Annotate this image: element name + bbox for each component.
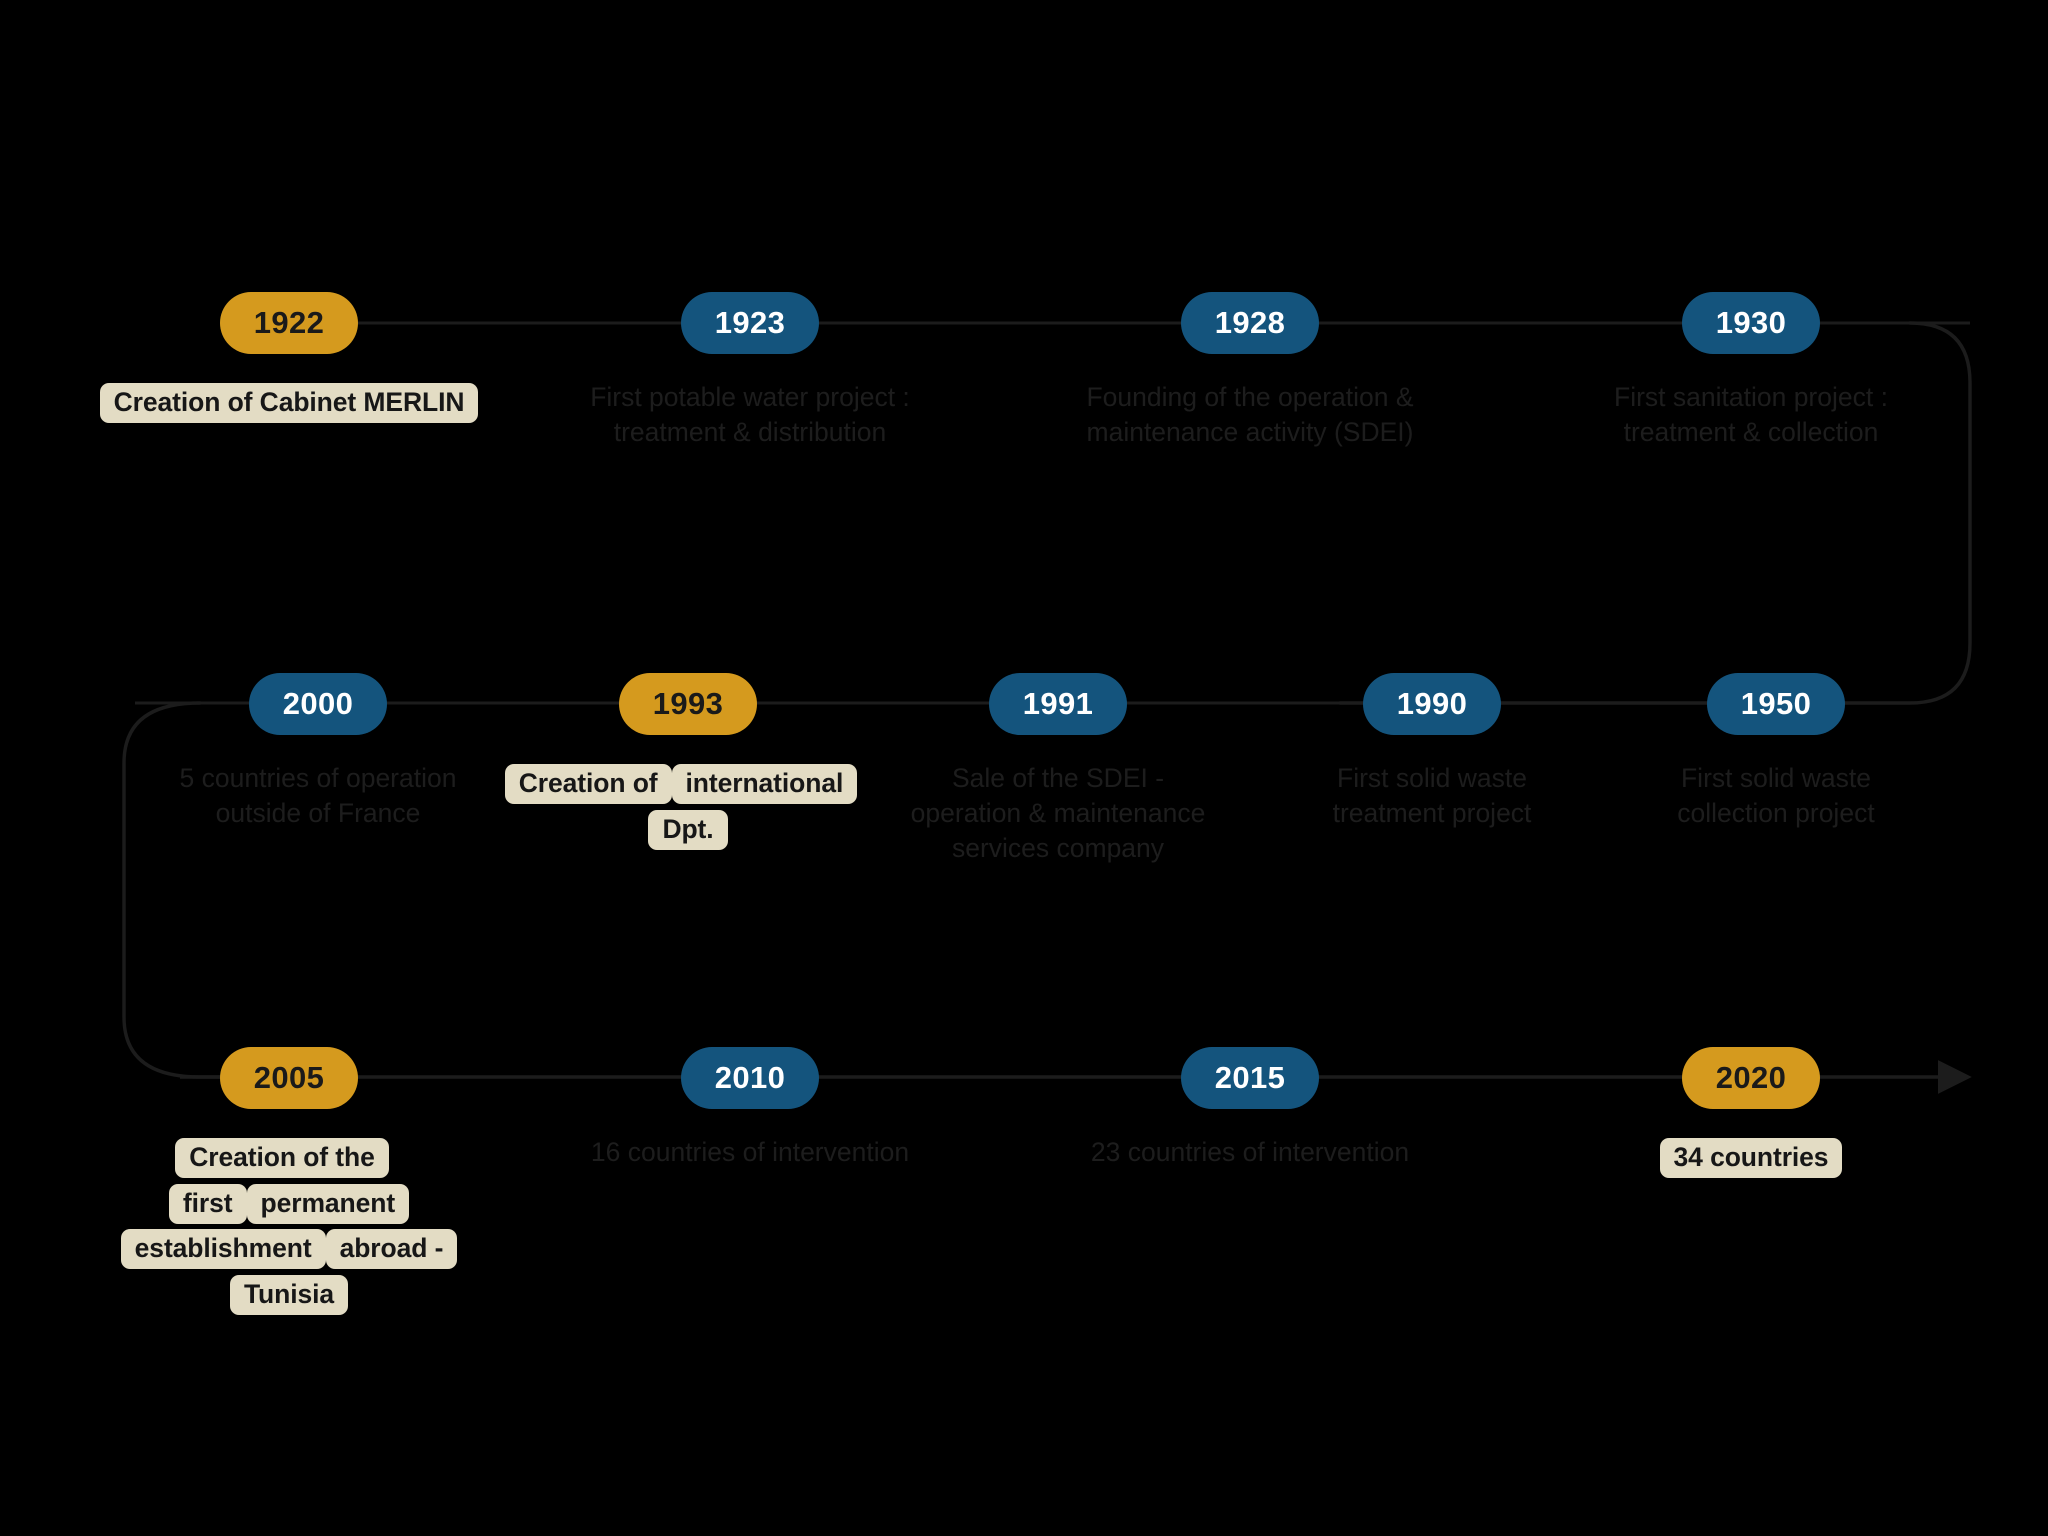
timeline-node-1991[interactable]: 1991 Sale of the SDEI - operation & maint… <box>848 673 1268 867</box>
timeline-node-1950[interactable]: 1950 First solid waste collection project <box>1566 673 1986 831</box>
caption-line: 23 countries of intervention <box>1090 1137 1410 1167</box>
caption-2010: 16 countries of intervention <box>591 1135 909 1170</box>
caption-line: First potable water project : <box>590 382 910 412</box>
timeline-node-1922[interactable]: 1922 Creation of Cabinet MERLIN <box>79 292 499 426</box>
timeline-node-1923[interactable]: 1923 First potable water project : treatm… <box>540 292 960 450</box>
caption-1922: Creation of Cabinet MERLIN <box>99 380 479 426</box>
timeline-node-2010[interactable]: 2010 16 countries of intervention <box>540 1047 960 1170</box>
caption-line: services company <box>951 833 1165 864</box>
caption-line: First sanitation project : <box>1614 382 1888 412</box>
caption-line: outside of France <box>215 798 421 829</box>
caption-line: First solid waste <box>1337 763 1527 793</box>
caption-1923: First potable water project : treatment &… <box>590 380 910 450</box>
timeline-node-1928[interactable]: 1928 Founding of the operation & maintena… <box>1040 292 1460 450</box>
timeline-node-2000[interactable]: 2000 5 countries of operation outside of … <box>108 673 528 831</box>
caption-line: 34 countries <box>1659 1138 1843 1178</box>
year-pill-1923[interactable]: 1923 <box>681 292 819 354</box>
caption-line: treatment & collection <box>1623 417 1879 448</box>
caption-line: operation & maintenance <box>910 798 1206 829</box>
year-pill-2015[interactable]: 2015 <box>1181 1047 1319 1109</box>
caption-1930: First sanitation project : treatment & co… <box>1614 380 1888 450</box>
caption-line: First solid waste <box>1681 763 1871 793</box>
timeline-node-1930[interactable]: 1930 First sanitation project : treatment… <box>1541 292 1961 450</box>
caption-line: treatment & distribution <box>613 417 887 448</box>
caption-line: treatment project <box>1332 798 1532 829</box>
year-pill-2020[interactable]: 2020 <box>1682 1047 1820 1109</box>
caption-1950: First solid waste collection project <box>1677 761 1874 831</box>
caption-2020: 34 countries <box>1659 1135 1843 1181</box>
caption-1928: Founding of the operation & maintenance a… <box>1086 380 1413 450</box>
caption-line: international Dpt. <box>648 764 858 850</box>
year-pill-2000[interactable]: 2000 <box>249 673 387 735</box>
caption-line: Creation of Cabinet MERLIN <box>99 383 479 423</box>
caption-1990: First solid waste treatment project <box>1333 761 1532 831</box>
year-pill-1928[interactable]: 1928 <box>1181 292 1319 354</box>
year-pill-1991[interactable]: 1991 <box>989 673 1127 735</box>
timeline-node-2020[interactable]: 2020 34 countries <box>1541 1047 1961 1181</box>
caption-line: Creation of <box>504 764 672 804</box>
year-pill-1950[interactable]: 1950 <box>1707 673 1845 735</box>
caption-2015: 23 countries of intervention <box>1091 1135 1409 1170</box>
year-pill-1990[interactable]: 1990 <box>1363 673 1501 735</box>
caption-line: maintenance activity (SDEI) <box>1086 417 1414 448</box>
year-pill-1993[interactable]: 1993 <box>619 673 757 735</box>
timeline-node-1990[interactable]: 1990 First solid waste treatment project <box>1222 673 1642 831</box>
caption-2000: 5 countries of operation outside of Franc… <box>180 761 457 831</box>
caption-line: Founding of the operation & <box>1086 382 1414 412</box>
year-pill-1930[interactable]: 1930 <box>1682 292 1820 354</box>
year-pill-1922[interactable]: 1922 <box>220 292 358 354</box>
year-pill-2005[interactable]: 2005 <box>220 1047 358 1109</box>
caption-line: 5 countries of operation <box>179 763 457 793</box>
caption-line: Sale of the SDEI - <box>951 763 1165 793</box>
year-pill-2010[interactable]: 2010 <box>681 1047 819 1109</box>
caption-line: collection project <box>1677 798 1875 829</box>
caption-1991: Sale of the SDEI - operation & maintenanc… <box>911 761 1206 867</box>
timeline-node-2015[interactable]: 2015 23 countries of intervention <box>1040 1047 1460 1170</box>
caption-line: 16 countries of intervention <box>590 1137 910 1167</box>
